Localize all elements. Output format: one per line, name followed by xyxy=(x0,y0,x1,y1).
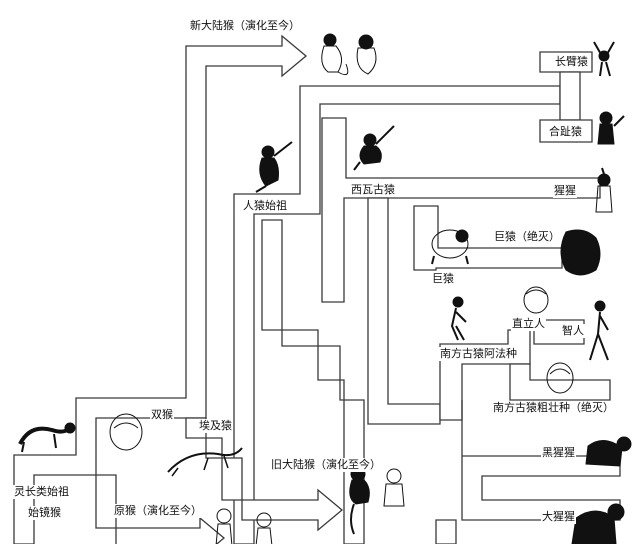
australopithecus-icon xyxy=(450,296,467,341)
monkey-icon-new-world xyxy=(321,33,377,76)
branch-hominins xyxy=(261,219,365,544)
branch-gigantopithecus xyxy=(367,197,441,425)
homo-erectus-head-icon xyxy=(523,286,549,314)
label-tarsier: 始镜猴 xyxy=(27,506,62,520)
gibbon-icon xyxy=(593,41,615,77)
label-hominoid-ancestor: 人猿始祖 xyxy=(242,199,288,213)
branch-new-world-monkeys xyxy=(13,34,308,544)
label-gorilla: 大猩猩 xyxy=(541,510,576,524)
label-new-world-monkeys: 新大陆猴（演化至今） xyxy=(189,19,301,33)
hominoid-ancestor-icon xyxy=(255,141,293,193)
label-aegyptopithecus: 埃及猿 xyxy=(198,419,233,433)
label-gigantopithecus: 巨猿 xyxy=(431,272,455,286)
branch-gorilla-tail xyxy=(435,519,457,544)
prosimian-icon xyxy=(215,508,273,544)
label-giganto-extinct: 巨猿（绝灭） xyxy=(493,230,561,244)
homo-sapiens-icon xyxy=(589,300,609,361)
siamang-icon xyxy=(597,111,625,145)
primate-ancestor-icon xyxy=(18,422,76,453)
label-dryopithecus: 双猴 xyxy=(150,408,174,422)
label-homo-erectus: 直立人 xyxy=(511,317,546,331)
paranthropus-head-icon xyxy=(546,362,574,394)
label-primate-ancestor: 灵长类始祖 xyxy=(13,485,70,499)
label-gibbon: 长臂猿 xyxy=(554,55,589,69)
dryopithecus-head-icon xyxy=(109,413,143,451)
gigantopithecus-icon xyxy=(431,229,469,265)
branch-paranthropus xyxy=(509,363,611,401)
label-orangutan: 猩猩 xyxy=(553,184,577,198)
label-chimpanzee: 黑猩猩 xyxy=(541,446,576,460)
label-australopithecus-afarensis: 南方古猿阿法种 xyxy=(439,347,518,361)
branch-gibbon-stem xyxy=(559,71,581,121)
sivapithecus-icon xyxy=(353,125,395,171)
label-old-world-monkeys: 旧大陆猴（演化至今） xyxy=(270,458,382,472)
gorilla-icon xyxy=(571,503,625,544)
giganto-head-icon xyxy=(560,229,601,276)
label-siamang: 合趾猿 xyxy=(548,125,583,139)
orangutan-icon xyxy=(595,167,613,213)
label-sivapithecus: 西瓦古猿 xyxy=(350,183,396,197)
branch-old-world-monkeys xyxy=(185,417,344,532)
label-paranthropus-robustus: 南方古猿粗壮种（绝灭） xyxy=(492,401,615,415)
label-prosimians: 原猴（演化至今） xyxy=(113,504,203,518)
aegyptopithecus-icon xyxy=(167,447,243,477)
label-homo-sapiens: 智人 xyxy=(561,324,585,338)
chimpanzee-icon xyxy=(585,436,632,467)
